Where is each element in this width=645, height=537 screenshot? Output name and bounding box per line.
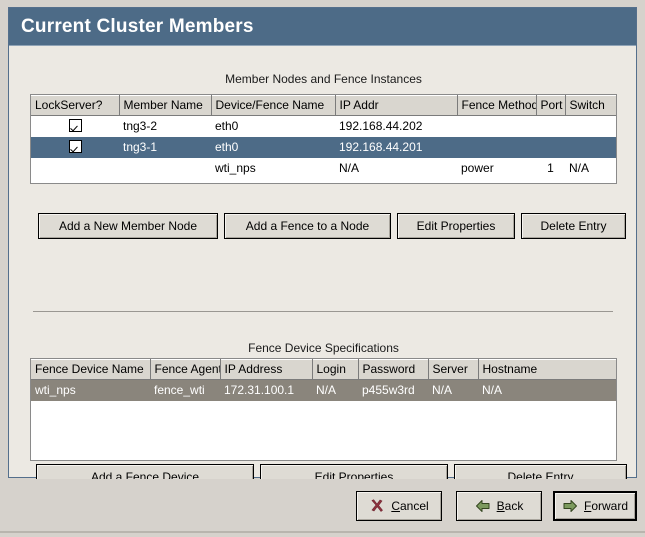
- cell-device-fence-name: eth0: [215, 119, 239, 134]
- page-title: Current Cluster Members: [21, 15, 254, 37]
- add-new-member-node-button[interactable]: Add a New Member Node: [38, 213, 218, 239]
- member-nodes-grid: LockServer? Member Name Device/Fence Nam…: [31, 95, 616, 179]
- cell-fence-method: [457, 116, 536, 137]
- add-fence-to-node-button[interactable]: Add a Fence to a Node: [224, 213, 391, 239]
- cell-member-name: tng3-1: [119, 136, 211, 158]
- column-header-port[interactable]: Port: [536, 95, 566, 116]
- cell-ip-addr: 192.168.44.201: [335, 136, 457, 158]
- cancel-button[interactable]: Cancel: [356, 491, 442, 521]
- column-header-lockserver[interactable]: LockServer?: [31, 95, 120, 116]
- cell-member-name: tng3-2: [123, 119, 158, 134]
- member-nodes-table[interactable]: LockServer? Member Name Device/Fence Nam…: [30, 94, 617, 184]
- cell-password: p455w3rd: [358, 379, 428, 401]
- column-header-fence-agent[interactable]: Fence Agent: [150, 359, 221, 380]
- fence-devices-table[interactable]: Fence Device Name Fence Agent IP Address…: [30, 358, 617, 461]
- column-header-ip-address[interactable]: IP Address: [220, 359, 313, 380]
- cell-login: N/A: [312, 379, 358, 401]
- column-header-ip-addr[interactable]: IP Addr: [335, 95, 458, 116]
- cell-switch: [565, 136, 616, 158]
- cell-ip-addr: N/A: [339, 161, 360, 175]
- cell-device-fence-name: eth0: [211, 136, 335, 158]
- dialog-footer: Cancel Back Forward: [0, 479, 645, 537]
- cell-server: N/A: [428, 379, 478, 401]
- column-header-hostname[interactable]: Hostname: [478, 359, 616, 380]
- back-button[interactable]: Back: [456, 491, 542, 521]
- footer-bottom-edge: [0, 531, 645, 533]
- forward-accel: F: [583, 499, 592, 513]
- arrow-left-icon: [475, 498, 491, 514]
- section-divider: [33, 311, 613, 312]
- cell-port: [536, 116, 565, 137]
- column-header-member-name[interactable]: Member Name: [119, 95, 212, 116]
- back-accel: B: [496, 499, 505, 513]
- cell-ip-addr: 192.168.44.202: [339, 119, 423, 134]
- column-header-login[interactable]: Login: [312, 359, 359, 380]
- table-row[interactable]: tng3-2 eth0 192.168.44.202: [31, 116, 616, 137]
- table-row[interactable]: wti_nps N/A power 1 N/A: [31, 158, 616, 179]
- members-section-caption: Member Nodes and Fence Instances: [225, 72, 422, 86]
- cell-port: 1: [547, 161, 554, 175]
- arrow-right-icon: [562, 498, 578, 514]
- edit-member-properties-button[interactable]: Edit Properties: [397, 213, 515, 239]
- main-panel: Current Cluster Members Member Nodes and…: [8, 7, 637, 490]
- forward-button[interactable]: Forward: [553, 491, 637, 521]
- cell-hostname: N/A: [478, 379, 616, 401]
- dialog-title-bar: Current Cluster Members: [9, 8, 636, 46]
- cell-lockserver[interactable]: [31, 136, 119, 158]
- column-header-server[interactable]: Server: [428, 359, 479, 380]
- cell-ip-address: 172.31.100.1: [220, 379, 312, 401]
- column-header-switch[interactable]: Switch: [565, 95, 616, 116]
- cell-fence-method: power: [461, 161, 494, 175]
- forward-button-label: Forward: [584, 499, 628, 513]
- cancel-accel: C: [391, 499, 400, 513]
- back-rest: ack: [504, 499, 524, 513]
- cell-fence-agent: fence_wti: [150, 379, 220, 401]
- cell-switch: [565, 116, 616, 137]
- cancel-rest: ancel: [399, 499, 429, 513]
- lockserver-checkbox[interactable]: [68, 118, 82, 132]
- lockserver-checkbox[interactable]: [68, 139, 82, 153]
- table-row[interactable]: wti_nps fence_wti 172.31.100.1 N/A p455w…: [31, 379, 616, 401]
- fence-devices-grid: Fence Device Name Fence Agent IP Address…: [31, 359, 616, 401]
- column-header-device-fence-name[interactable]: Device/Fence Name: [211, 95, 336, 116]
- cell-fence-method: [457, 136, 536, 158]
- column-header-fence-method[interactable]: Fence Method: [457, 95, 537, 116]
- cell-device-fence-name: wti_nps: [215, 161, 256, 175]
- fence-section-caption: Fence Device Specifications: [248, 341, 399, 355]
- column-header-password[interactable]: Password: [358, 359, 429, 380]
- forward-rest: orward: [591, 499, 629, 513]
- cell-lockserver[interactable]: [31, 116, 119, 137]
- cell-lockserver[interactable]: [31, 158, 119, 179]
- cell-member-name: [119, 158, 211, 179]
- table-row[interactable]: tng3-1 eth0 192.168.44.201: [31, 136, 616, 158]
- cancel-x-icon: [369, 498, 385, 514]
- panel-body: Member Nodes and Fence Instances LockSer…: [9, 46, 636, 490]
- delete-member-entry-button[interactable]: Delete Entry: [521, 213, 626, 239]
- column-header-fence-device-name[interactable]: Fence Device Name: [31, 359, 151, 380]
- table-header-row: LockServer? Member Name Device/Fence Nam…: [31, 95, 616, 116]
- back-button-label: Back: [497, 499, 524, 513]
- cell-fence-device-name: wti_nps: [31, 379, 150, 401]
- table-header-row: Fence Device Name Fence Agent IP Address…: [31, 359, 616, 380]
- cell-port: [536, 136, 565, 158]
- cancel-button-label: Cancel: [391, 499, 428, 513]
- cell-switch: N/A: [569, 161, 590, 175]
